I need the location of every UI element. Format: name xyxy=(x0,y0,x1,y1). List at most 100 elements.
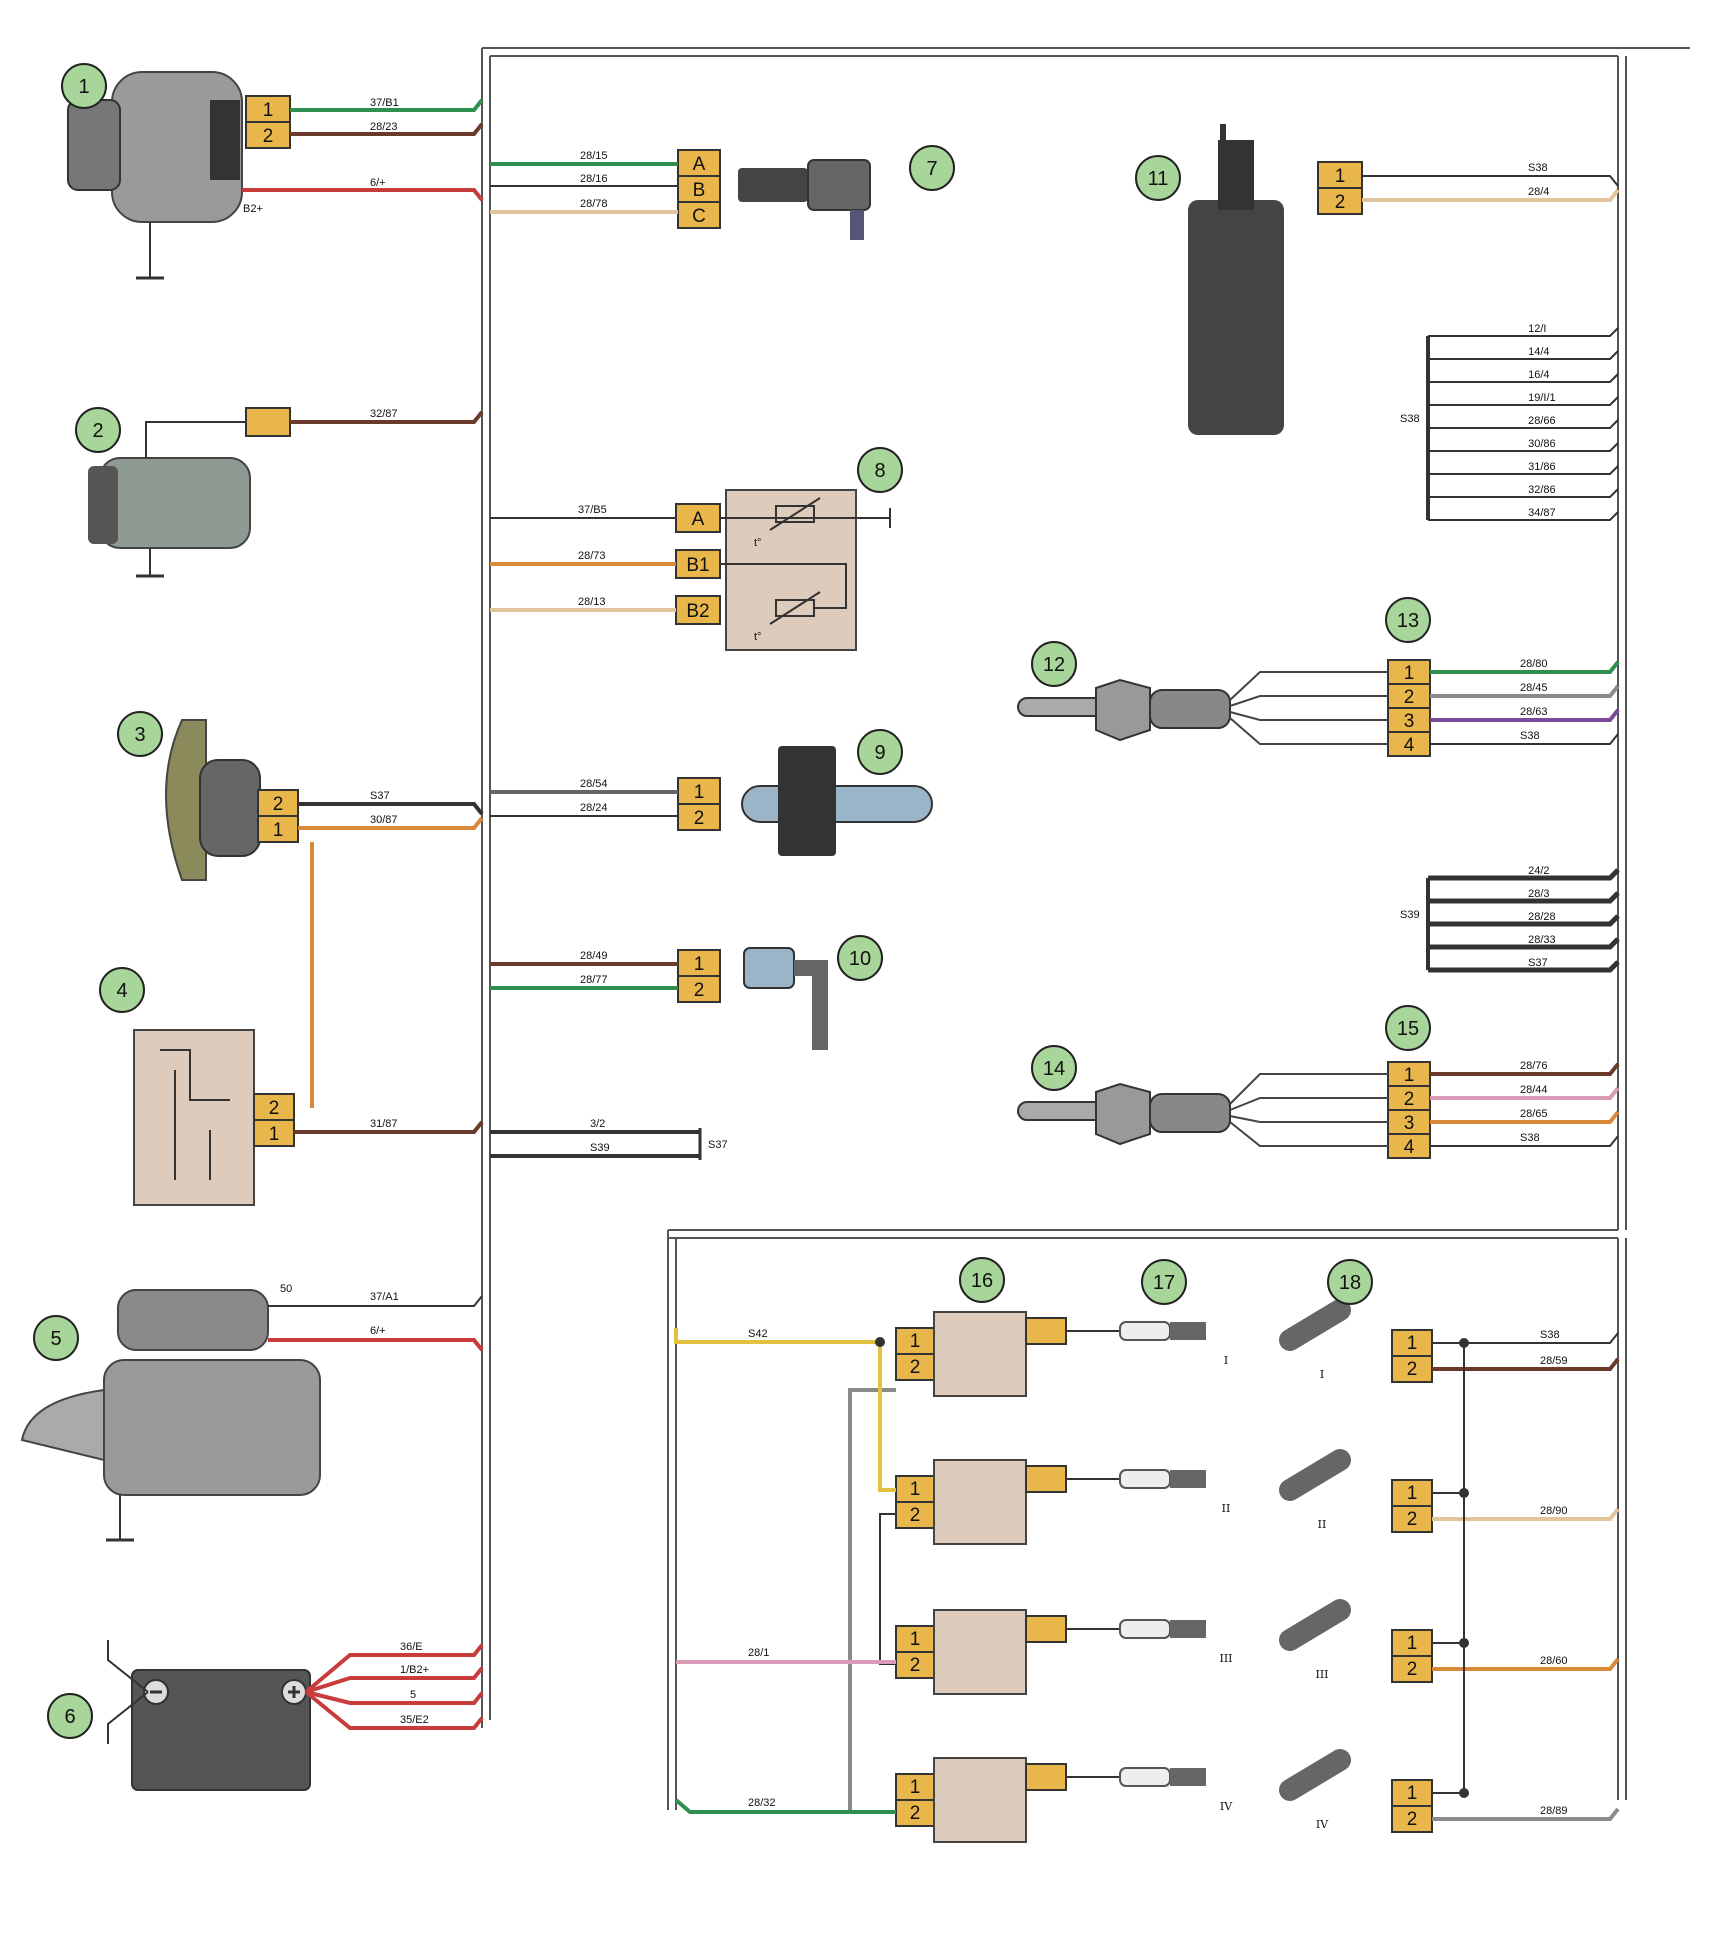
badge-number: 13 xyxy=(1397,610,1419,632)
pin-label: 2 xyxy=(1404,1089,1415,1110)
injector-connector[interactable] xyxy=(1391,1655,1433,1683)
wire-label: 28/63 xyxy=(1520,706,1548,718)
temp-sensor-connector[interactable]: A B1 B2 xyxy=(675,503,721,625)
pin-label: B1 xyxy=(686,555,709,576)
badge-number: 15 xyxy=(1397,1018,1419,1040)
spark-plug xyxy=(1119,1469,1171,1489)
badge-starter: 5 xyxy=(33,1315,79,1361)
splice-wire-label: 28/66 xyxy=(1528,415,1556,427)
ignition-coil xyxy=(933,1459,1027,1545)
coil-connector[interactable] xyxy=(895,1799,935,1827)
thermo-switch xyxy=(133,1029,255,1206)
pin-label: 2 xyxy=(910,1655,921,1676)
pin-label: 1 xyxy=(694,782,705,803)
temp-sensor xyxy=(725,489,857,651)
adsorber-valve xyxy=(1188,124,1284,435)
wire-label: 6/+ xyxy=(370,177,386,189)
wire-label: S37 xyxy=(708,1139,728,1151)
ignition-coil xyxy=(933,1609,1027,1695)
wire-label: S38 xyxy=(1540,1329,1560,1341)
phase-sensor-connector[interactable]: 1 2 xyxy=(677,949,721,1003)
pin-label: 2 xyxy=(910,1803,921,1824)
pin-label: 4 xyxy=(1404,1137,1415,1158)
splice-wire xyxy=(1428,419,1619,429)
adsorber-connector[interactable]: 1 2 xyxy=(1317,161,1363,215)
injector-connector[interactable] xyxy=(1391,1505,1433,1533)
splice-wire xyxy=(1428,350,1619,360)
connector-15[interactable]: 1 2 3 4 xyxy=(1387,1061,1431,1159)
badge-number: 7 xyxy=(926,158,937,180)
crank-sensor-connector[interactable]: 1 2 xyxy=(677,777,721,831)
spark-plug-body xyxy=(1170,1620,1206,1638)
badge-number: 18 xyxy=(1339,1272,1361,1294)
ignition-coil xyxy=(933,1757,1027,1843)
pin-label: 1 xyxy=(694,954,705,975)
injector-signal-wire xyxy=(1432,1507,1620,1521)
badge-circle xyxy=(1327,1259,1373,1305)
pin-label: A xyxy=(692,509,705,530)
badge-oxygen-sensor-2: 14 xyxy=(1031,1045,1077,1091)
connector-13[interactable]: 1 2 3 4 xyxy=(1387,659,1431,757)
badge-injectors: 18 xyxy=(1327,1259,1373,1305)
pin-label: 1 xyxy=(910,1331,921,1352)
injector-connector[interactable] xyxy=(1391,1805,1433,1833)
pin-label: 4 xyxy=(1404,735,1415,756)
coil-connector[interactable] xyxy=(895,1501,935,1529)
badge-spark-plugs: 17 xyxy=(1141,1259,1187,1305)
pin-label: 2 xyxy=(273,794,284,815)
wire-label: 28/23 xyxy=(370,121,398,133)
badge-circle xyxy=(857,729,903,775)
pressure-sensor-connector[interactable]: A B C xyxy=(677,149,721,229)
badge-number: 3 xyxy=(134,724,145,746)
phase-sensor xyxy=(743,947,828,1050)
ac-compressor xyxy=(88,421,251,578)
badge-circle xyxy=(47,1693,93,1739)
starter xyxy=(20,1289,321,1542)
injector xyxy=(1279,1299,1351,1351)
temp-symbol: t° xyxy=(754,537,761,549)
pin-label: 1 xyxy=(910,1777,921,1798)
ac-connector[interactable] xyxy=(245,407,291,437)
wire-label: 28/77 xyxy=(580,974,608,986)
injector xyxy=(1279,1599,1351,1651)
wire-label: 28/80 xyxy=(1520,658,1548,670)
pin-label: 2 xyxy=(1404,687,1415,708)
injector-supply-wire xyxy=(1464,1332,1619,1344)
starter-terminal-label: 50 xyxy=(280,1283,292,1295)
splice-wire xyxy=(1428,396,1619,406)
badge-number: 4 xyxy=(116,980,127,1002)
pin-label: A xyxy=(693,154,706,175)
badge-number: 6 xyxy=(64,1706,75,1728)
splice-wire-label: 32/86 xyxy=(1528,484,1556,496)
injector xyxy=(1279,1449,1351,1501)
badge-circle xyxy=(75,407,121,453)
generator-connector[interactable]: 1 2 xyxy=(245,95,291,149)
badge-circle xyxy=(99,967,145,1013)
injector-connector[interactable] xyxy=(1391,1355,1433,1383)
spark-plug xyxy=(1119,1619,1171,1639)
wire-label: 28/15 xyxy=(580,150,608,162)
ignition-coil xyxy=(933,1311,1027,1397)
thermo-connector[interactable]: 2 1 xyxy=(253,1093,295,1147)
wire-label: 1/B2+ xyxy=(400,1664,429,1676)
injector-connector[interactable] xyxy=(1391,1479,1433,1507)
injector-connector[interactable] xyxy=(1391,1779,1433,1807)
wire-label: 28/4 xyxy=(1528,186,1549,198)
wire-label: 28/16 xyxy=(580,173,608,185)
fan-connector[interactable]: 2 1 xyxy=(257,789,299,843)
splice-wire-label: 19/I/1 xyxy=(1528,392,1556,404)
pin-label: 1 xyxy=(263,100,274,121)
pin-label: 2 xyxy=(1407,1509,1418,1530)
wire-label: 28/45 xyxy=(1520,682,1548,694)
splice-wire-label: 28/28 xyxy=(1528,911,1556,923)
badge-number: 16 xyxy=(971,1270,993,1292)
badge-ignition-coils: 16 xyxy=(959,1257,1005,1303)
pin-label: 2 xyxy=(1335,192,1346,213)
wire-label: 28/76 xyxy=(1520,1060,1548,1072)
pin-label: 2 xyxy=(269,1098,280,1119)
coil-ground-wire xyxy=(848,1388,896,1812)
badge-battery: 6 xyxy=(47,1693,93,1739)
splice-wire xyxy=(1428,488,1619,498)
temp-symbol: t° xyxy=(754,631,761,643)
